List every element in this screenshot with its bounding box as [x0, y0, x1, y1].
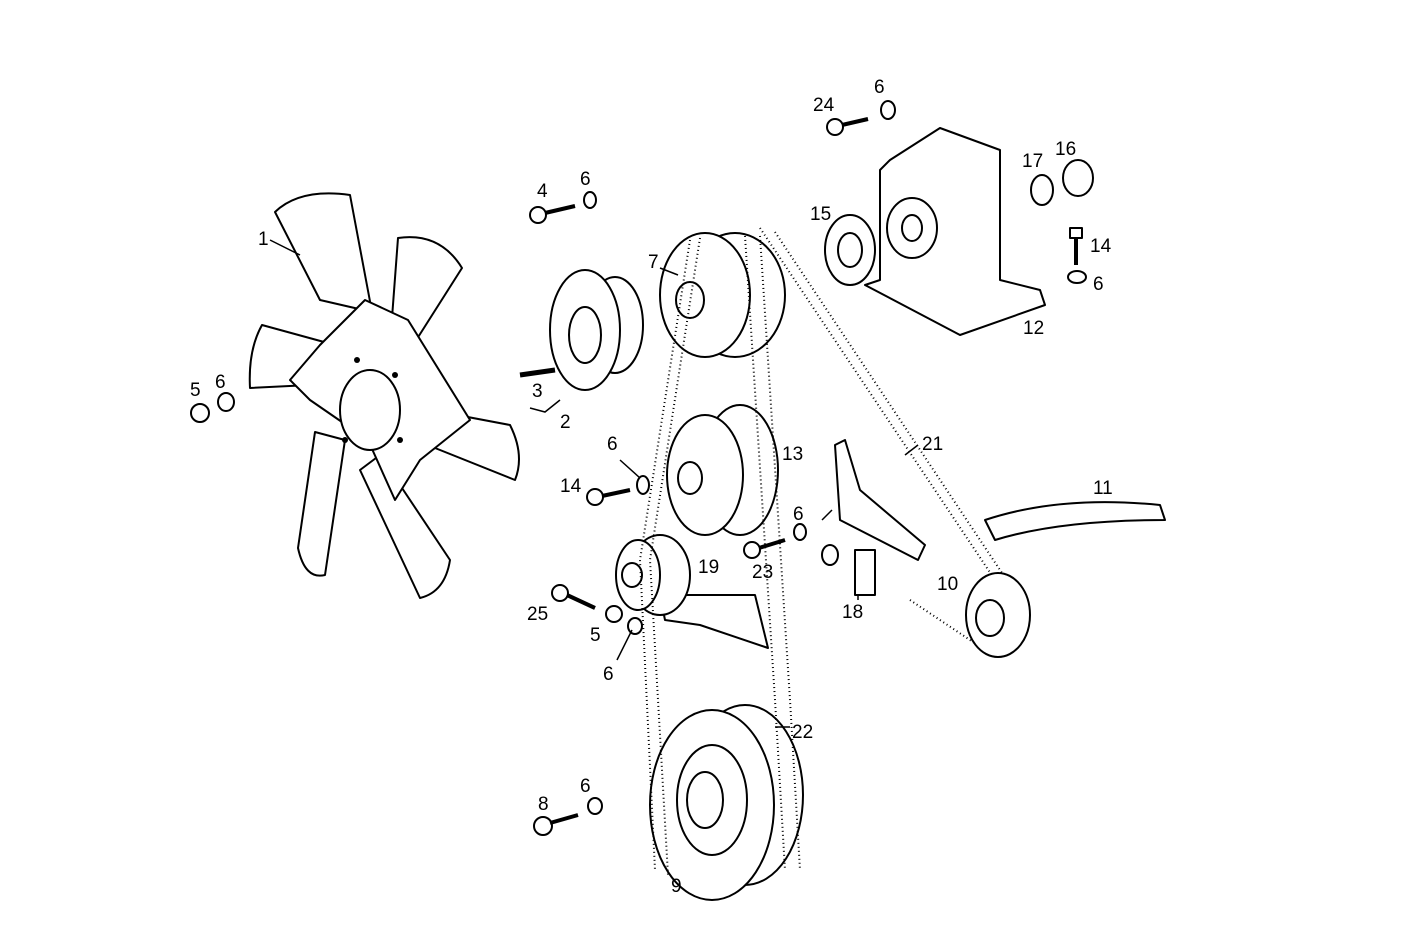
label-6-left: 6	[607, 434, 618, 455]
washer-6-bottom	[587, 797, 603, 815]
label-6-top: 6	[580, 169, 591, 190]
hub	[549, 269, 644, 391]
bolt-24	[826, 117, 869, 136]
tensioner-lever	[821, 439, 926, 596]
washer-6-fan	[217, 392, 235, 412]
idler-pulley-bracket	[615, 534, 769, 649]
bolt-14-right	[1069, 227, 1083, 265]
label-5-left: 5	[190, 380, 201, 401]
label-18: 18	[842, 602, 863, 623]
bolt-4	[529, 204, 576, 224]
label-17: 17	[1022, 151, 1043, 172]
support-bracket	[864, 127, 1046, 336]
label-7: 7	[648, 252, 659, 273]
label-14-right: 14	[1090, 236, 1112, 257]
label-3: 3	[532, 381, 543, 402]
label-16: 16	[1055, 139, 1076, 160]
fan-assembly	[248, 192, 520, 599]
label-2: 2	[560, 412, 571, 433]
label-4: 4	[537, 181, 548, 202]
label-6-mid: 6	[793, 504, 804, 525]
label-1: 1	[258, 229, 269, 250]
label-6-bottom: 6	[580, 776, 591, 797]
crankshaft-pulley	[649, 704, 804, 901]
washer-6-top-right	[880, 100, 896, 120]
washer-6-lower	[627, 617, 643, 635]
label-6-top-right: 6	[874, 77, 885, 98]
adjusting-arm	[984, 501, 1166, 541]
label-23: 23	[752, 562, 773, 583]
label-5-lower: 5	[590, 625, 601, 646]
label-12: 12	[1023, 318, 1044, 339]
bolt-23	[743, 538, 786, 559]
label-8: 8	[538, 794, 549, 815]
washer-6-top	[583, 191, 597, 209]
label-19: 19	[698, 557, 719, 578]
label-6-right: 6	[1093, 274, 1104, 295]
label-6-fan: 6	[215, 372, 226, 393]
label-9: 9	[671, 876, 682, 897]
middle-pulley	[666, 404, 779, 536]
callout-labels: 1 2 3 4 6 5 6 7 6 14 13 6 23 19 25 5 6 1…	[190, 77, 1113, 897]
label-22: 22	[792, 722, 813, 743]
label-24: 24	[813, 95, 835, 116]
nut-16	[1062, 159, 1094, 197]
label-11: 11	[1093, 478, 1113, 499]
leader-lines	[269, 239, 919, 728]
nut-5-left	[190, 403, 210, 423]
label-25: 25	[527, 604, 548, 625]
washer-6-left	[636, 475, 650, 495]
washer-6-right	[1067, 270, 1087, 284]
label-15: 15	[810, 204, 831, 225]
label-13: 13	[782, 444, 803, 465]
bearing	[824, 214, 876, 286]
bolt-14-left	[586, 488, 631, 506]
bolt-8	[533, 813, 579, 836]
washer-17	[1030, 174, 1054, 206]
label-6-lower: 6	[603, 664, 614, 685]
stud	[519, 367, 556, 378]
tensioner-pulley	[965, 572, 1031, 658]
washer-6-mid	[793, 523, 807, 541]
v-belts	[638, 227, 1011, 876]
label-21: 21	[922, 434, 943, 455]
label-10: 10	[937, 574, 958, 595]
bolt-25	[551, 584, 596, 610]
label-14-left: 14	[560, 476, 582, 497]
nut-5-lower	[605, 605, 623, 623]
upper-pulley	[659, 232, 786, 358]
